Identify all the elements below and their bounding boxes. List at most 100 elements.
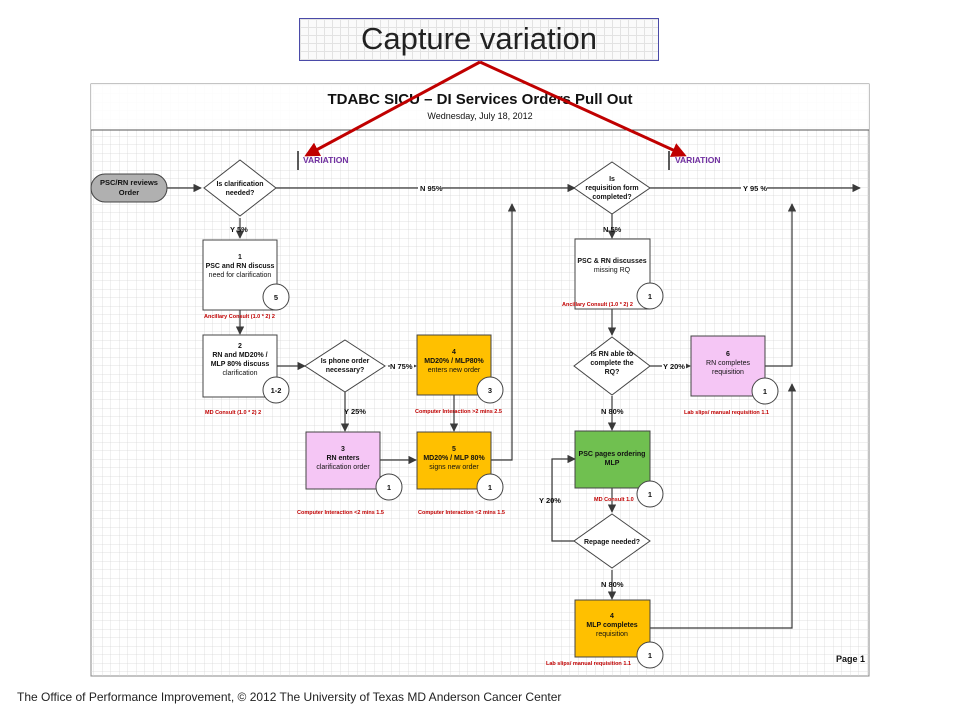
box-4-line-3: enters new order <box>428 367 481 374</box>
chart-subtitle: Wednesday, July 18, 2012 <box>427 111 532 121</box>
box-psc-rn-time-circle <box>636 282 664 310</box>
decision-repage <box>573 513 651 569</box>
box-1-line-1: 1 <box>238 254 242 261</box>
callout-arrow-right <box>479 60 687 157</box>
decision-rn-able-line-2: complete the <box>590 360 633 367</box>
box-2-rn-md-discuss <box>202 334 278 398</box>
box-4-time-circle <box>476 376 504 404</box>
box-pages-line-2: MLP <box>605 460 620 467</box>
box-psc-rn-line-1: PSC & RN discusses <box>577 258 646 265</box>
box-5-line-3: signs new order <box>429 464 479 471</box>
note-ci-b5: Computer Interaction <2 mins 1.5 <box>418 510 505 516</box>
edge-y20-loop <box>551 454 576 542</box>
box-pages-time-circle <box>636 480 664 508</box>
start-label-1: PSC/RN reviews <box>100 178 158 187</box>
box-6-line-2: RN completes <box>706 360 750 367</box>
slide-title-box: Capture variation <box>299 18 659 61</box>
box-4-line-2: MD20% / MLP80% <box>424 358 484 365</box>
box-6-line-3: requisition <box>712 369 744 376</box>
decision-phone-order <box>304 339 386 393</box>
decision-clarification-line-1: Is clarification <box>216 181 263 188</box>
decision-rn-able-line-1: Is RN able to <box>591 351 633 358</box>
box-3-rn-enters-order <box>305 431 381 490</box>
box-2-line-3: MLP 80% discuss <box>211 361 270 368</box>
box-5-md-signs-order <box>416 431 492 490</box>
decision-requisition <box>573 161 651 215</box>
box-4r-time: 1 <box>648 651 652 660</box>
variation-label-left: VARIATION <box>303 155 349 165</box>
box-2-line-2: RN and MD20% / <box>212 352 267 359</box>
decision-requisition-line-1: Is <box>609 176 615 183</box>
edge-b5-return <box>491 203 517 461</box>
box-3-time-circle <box>375 473 403 501</box>
edge-label-y20-loop: Y 20% <box>539 496 561 505</box>
box-5-time: 1 <box>488 483 492 492</box>
box-4r-line-2: MLP completes <box>586 622 637 629</box>
box-pages-line-1: PSC pages ordering <box>579 451 646 458</box>
callout-arrow-left <box>304 60 481 157</box>
edge-label-y5: Y 5% <box>230 225 248 234</box>
box-6-time: 1 <box>763 387 767 396</box>
box-1-time-circle <box>262 283 290 311</box>
decision-clarification <box>203 159 277 217</box>
decision-requisition-line-3: completed? <box>592 194 631 201</box>
start-label-2: Order <box>119 188 140 197</box>
box-3-line-3: clarification order <box>316 464 370 471</box>
flowchart-diagram: TDABC SICU – DI Services Orders Pull Out… <box>90 60 870 677</box>
box-psc-pages-mlp <box>574 430 651 489</box>
slide-title: Capture variation <box>360 21 598 56</box>
box-6-time-circle <box>751 377 779 405</box>
decision-rn-able <box>573 336 651 396</box>
edge-b6-return <box>765 203 797 367</box>
header-band <box>91 84 869 130</box>
box-6-line-1: 6 <box>726 351 730 358</box>
note-ci-2-5: Computer Interaction >2 mins 2.5 <box>415 409 502 415</box>
note-lab-slips-b4r: Lab slips/ manual requisition 1.1 <box>546 661 631 667</box>
box-4-time: 3 <box>488 386 492 395</box>
decision-requisition-line-2: requisition form <box>585 185 638 192</box>
note-lab-slips-b6: Lab slips/ manual requisition 1.1 <box>684 410 769 416</box>
edge-label-n75: N 75% <box>390 362 413 371</box>
footer-copyright: The Office of Performance Improvement, ©… <box>17 690 562 704</box>
box-1-line-3: need for clarification <box>209 272 272 279</box>
box-4-line-1: 4 <box>452 349 456 356</box>
edge-label-n80-a: N 80% <box>601 407 624 416</box>
decision-phone-line-2: necessary? <box>326 367 365 374</box>
box-5-time-circle <box>476 473 504 501</box>
box-2-time: 1-2 <box>271 386 282 395</box>
box-psc-rn-line-2: missing RQ <box>594 267 631 274</box>
decision-rn-able-line-3: RQ? <box>605 369 620 376</box>
box-psc-rn-time: 1 <box>648 292 652 301</box>
box-1-time: 5 <box>274 293 278 302</box>
box-2-line-1: 2 <box>238 343 242 350</box>
box-4-mlp-completes <box>574 599 651 658</box>
edge-b4r-return <box>650 383 797 629</box>
edge-label-n95: N 95% <box>420 184 443 193</box>
box-3-line-1: 3 <box>341 446 345 453</box>
note-md-consult: MD Consult (1.0 * 2) 2 <box>205 410 261 416</box>
edge-label-y95: Y 95 % <box>743 184 767 193</box>
chart-title: TDABC SICU – DI Services Orders Pull Out <box>327 91 632 108</box>
box-5-line-2: MD20% / MLP 80% <box>423 455 485 462</box>
edge-label-n80-b: N 80% <box>601 580 624 589</box>
edge-label-n5: N 5% <box>603 225 622 234</box>
box-5-line-1: 5 <box>452 446 456 453</box>
decision-phone-line-1: Is phone order <box>321 358 370 365</box>
box-2-time-circle <box>262 376 290 404</box>
decision-clarification-line-2: needed? <box>226 190 255 197</box>
page-label: Page 1 <box>836 654 865 664</box>
box-2-line-4: clarification <box>222 370 257 377</box>
box-pages-time: 1 <box>648 490 652 499</box>
start-terminal <box>90 173 168 203</box>
variation-label-right: VARIATION <box>675 155 721 165</box>
note-ci-b3: Computer Interaction <2 mins 1.5 <box>297 510 384 516</box>
edge-label-y25: Y 25% <box>344 407 366 416</box>
box-3-time: 1 <box>387 483 391 492</box>
box-3-line-2: RN enters <box>326 455 359 462</box>
note-ancillary-left: Ancillary Consult (1.0 * 2) 2 <box>204 314 275 320</box>
edge-label-y20-right: Y 20% <box>663 362 685 371</box>
box-4r-line-1: 4 <box>610 613 614 620</box>
box-4r-time-circle <box>636 641 664 669</box>
note-md-consult-1: MD Consult 1.0 <box>594 497 634 503</box>
box-1-line-2: PSC and RN discuss <box>206 263 275 270</box>
